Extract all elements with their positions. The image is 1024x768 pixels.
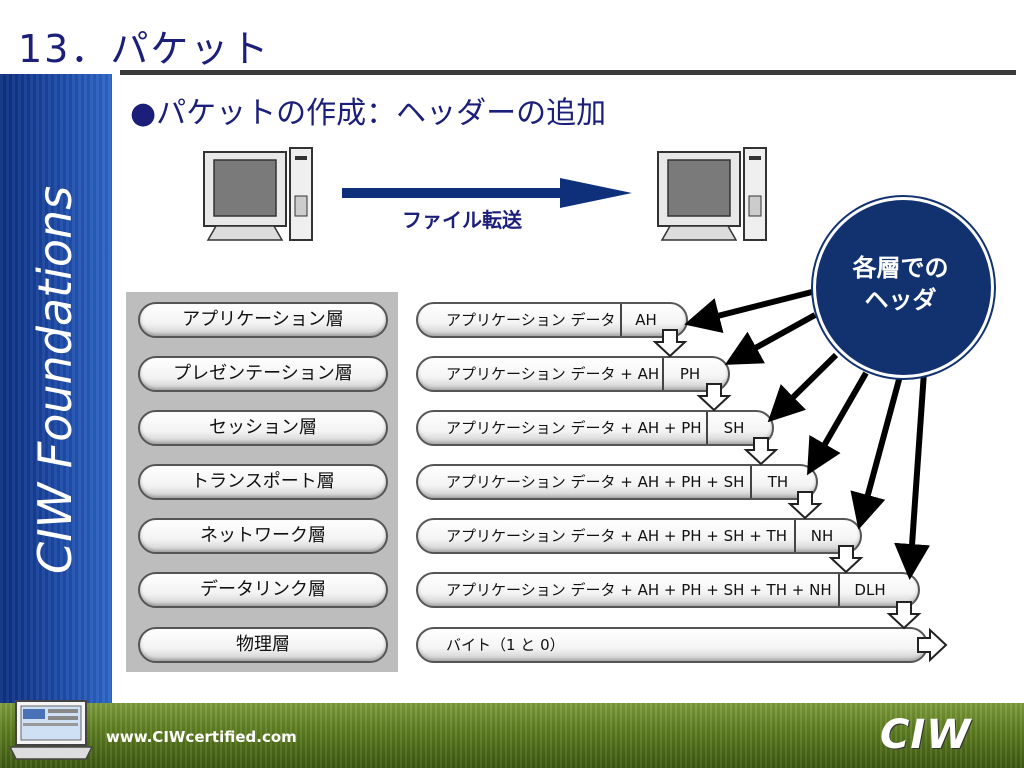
- callout-line-1: 各層での: [852, 254, 949, 282]
- slide-subtitle: ●パケットの作成：ヘッダーの追加: [130, 96, 607, 131]
- layer-label-network: ネットワーク層: [200, 525, 326, 546]
- transfer-arrow-icon: [342, 178, 632, 208]
- packet-data-application: アプリケーション データ: [446, 311, 616, 329]
- source-computer-icon: [203, 147, 313, 241]
- packet-header-nh: NH: [810, 527, 834, 545]
- layer-label-transport: トランスポート層: [191, 471, 335, 492]
- layer-pill-network: [138, 518, 388, 554]
- layer-pill-session: [138, 410, 388, 446]
- sidebar-banner: CIW Foundations: [0, 74, 112, 714]
- callout-line-2: ヘッダ: [864, 286, 937, 314]
- packet-divider: [794, 520, 796, 552]
- packet-divider: [706, 412, 708, 444]
- down-arrow-icons: [652, 329, 948, 663]
- sidebar-texture: [0, 74, 112, 714]
- footer-texture: [0, 703, 1024, 768]
- packet-data-transport: アプリケーション データ + AH + PH + SH: [446, 473, 745, 491]
- layer-label-presentation: プレゼンテーション層: [173, 363, 353, 384]
- packet-header-dlh: DLH: [854, 581, 886, 599]
- footer-banner: [0, 703, 1024, 768]
- packet-bar-datalink: [416, 572, 920, 608]
- ciw-logo: CIW: [880, 712, 972, 758]
- packet-header-ah: AH: [635, 311, 657, 329]
- laptop-icon: [10, 700, 94, 760]
- packet-bar-network: [416, 518, 862, 554]
- layer-pill-transport: [138, 464, 388, 500]
- packet-bar-presentation: [416, 356, 730, 392]
- packet-divider: [750, 466, 752, 498]
- packet-header-ph: PH: [679, 365, 701, 383]
- packet-divider: [838, 574, 840, 606]
- packet-data-datalink: アプリケーション データ + AH + PH + SH + TH + NH: [446, 581, 832, 599]
- footer-url-link[interactable]: www.CIWcertified.com: [106, 728, 297, 746]
- packet-divider: [620, 304, 622, 336]
- destination-computer-icon: [657, 147, 767, 241]
- header-callout-bubble: [813, 197, 994, 378]
- packet-bar-application: [416, 302, 688, 338]
- packet-data-session: アプリケーション データ + AH + PH: [446, 419, 702, 437]
- header-callout-text: 各層での ヘッダ: [813, 252, 988, 316]
- layer-pill-application: [138, 302, 388, 338]
- packet-bar-session: [416, 410, 774, 446]
- title-divider: [120, 70, 1016, 75]
- packet-header-th: TH: [767, 473, 789, 491]
- layer-pill-physical: [138, 627, 388, 663]
- page-title: 13．パケット: [18, 27, 271, 71]
- transfer-label: ファイル転送: [402, 208, 522, 232]
- packet-data-physical: バイト（1 と 0）: [446, 636, 565, 654]
- packet-bar-physical: [416, 627, 928, 663]
- layer-label-datalink: データリンク層: [200, 579, 326, 600]
- pointer-arrow-icons: [684, 289, 931, 580]
- layer-label-application: アプリケーション層: [182, 309, 344, 330]
- layer-label-session: セッション層: [209, 417, 317, 438]
- layer-label-physical: 物理層: [236, 634, 290, 655]
- packet-data-presentation: アプリケーション データ + AH: [446, 365, 660, 383]
- packet-header-sh: SH: [723, 419, 745, 437]
- packet-divider: [662, 358, 664, 390]
- packet-data-network: アプリケーション データ + AH + PH + SH + TH: [446, 527, 787, 545]
- layer-pill-presentation: [138, 356, 388, 392]
- layer-pill-datalink: [138, 572, 388, 608]
